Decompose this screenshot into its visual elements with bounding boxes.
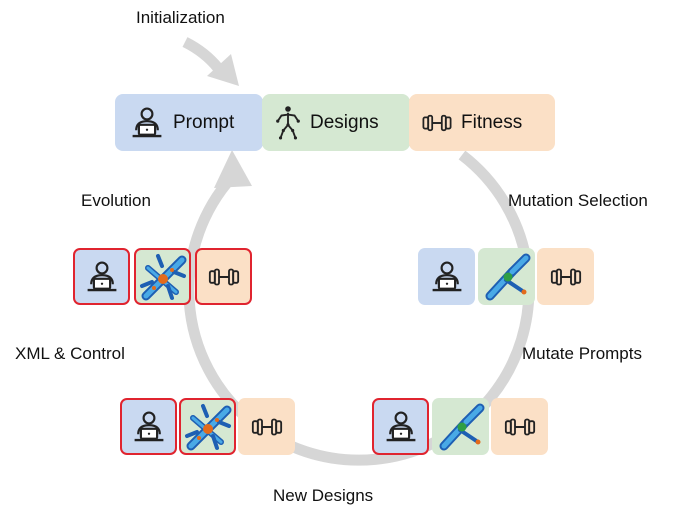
initialization-label: Initialization <box>136 8 225 27</box>
person-laptop-icon <box>383 409 419 445</box>
dumbbell-icon <box>250 417 284 437</box>
xml-control-prompt-tile <box>120 398 177 455</box>
designs-box: Designs <box>262 94 410 151</box>
evolution-design-tile <box>134 248 191 305</box>
evolution-fitness-tile <box>195 248 252 305</box>
prompt-box: Prompt <box>115 94 263 151</box>
fitness-label: Fitness <box>461 111 523 133</box>
dumbbell-icon <box>549 267 583 287</box>
mutation-selection-fitness-tile <box>537 248 594 305</box>
dumbbell-icon <box>421 113 453 133</box>
designs-label: Designs <box>310 111 379 133</box>
dumbbell-icon <box>207 267 241 287</box>
person-laptop-icon <box>84 259 120 295</box>
multi-limb-robot-icon <box>183 402 233 452</box>
xml-control-label: XML & Control <box>15 344 125 363</box>
mutation-selection-prompt-tile <box>418 248 475 305</box>
initialization-arrowhead <box>207 54 239 86</box>
two-limb-robot-icon <box>482 252 532 302</box>
person-laptop-icon <box>429 259 465 295</box>
xml-control-fitness-tile <box>238 398 295 455</box>
mutate-prompts-prompt-tile <box>372 398 429 455</box>
mutate-prompts-label: Mutate Prompts <box>522 344 642 363</box>
dumbbell-icon <box>503 417 537 437</box>
evolution-prompt-tile <box>73 248 130 305</box>
multi-limb-robot-icon <box>138 252 188 302</box>
initialization-arrow <box>182 37 223 72</box>
mutation-selection-design-tile <box>478 248 535 305</box>
stick-figure-icon <box>274 104 302 142</box>
mutate-prompts-fitness-tile <box>491 398 548 455</box>
person-laptop-icon <box>129 105 165 141</box>
evolution-label: Evolution <box>81 191 151 210</box>
fitness-box: Fitness <box>409 94 555 151</box>
xml-control-design-tile <box>179 398 236 455</box>
person-laptop-icon <box>131 409 167 445</box>
new-designs-label: New Designs <box>273 486 374 505</box>
two-limb-robot-icon <box>436 402 486 452</box>
mutation-selection-label: Mutation Selection <box>508 191 648 210</box>
cycle-arrowhead <box>214 150 252 188</box>
prompt-label: Prompt <box>173 111 235 133</box>
mutate-prompts-design-tile <box>432 398 489 455</box>
